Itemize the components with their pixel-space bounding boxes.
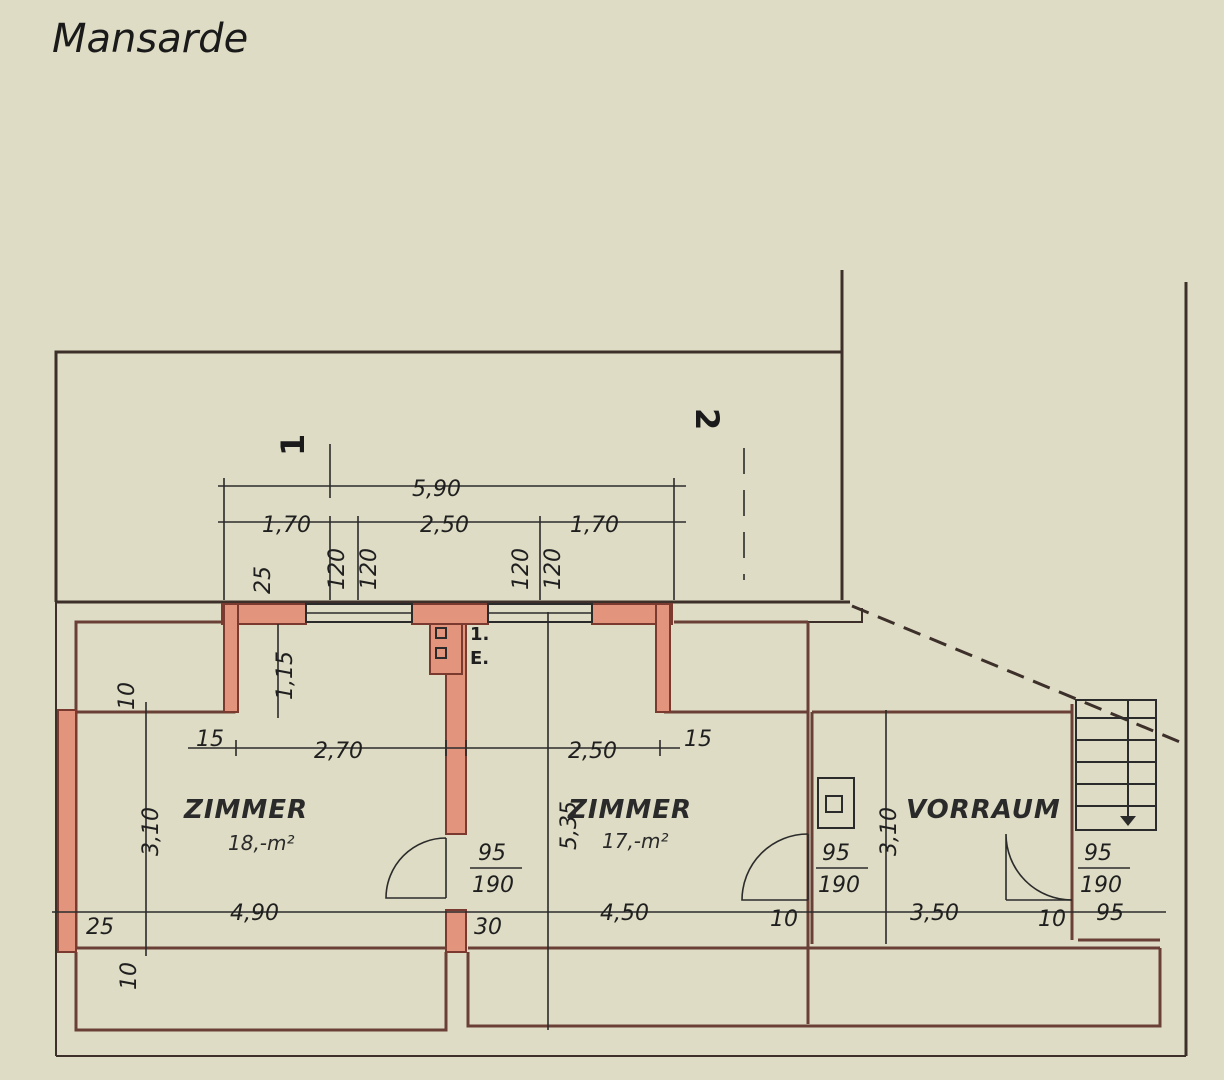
dim-b-450: 4,50 [600, 901, 649, 926]
dim-win-r2: 120 [541, 548, 566, 590]
room-zimmer-2-area: 17,-m² [602, 829, 669, 853]
dim-h-310-right: 3,10 [877, 807, 902, 856]
chimney-label-2: E. [470, 648, 489, 669]
appliance-box [817, 777, 855, 829]
section-2-label: 2 [688, 408, 726, 430]
dim-top-right: 1,70 [570, 513, 619, 538]
windows [305, 603, 593, 623]
door-2-height: 190 [818, 873, 860, 898]
dim-top-mid: 2,50 [420, 513, 469, 538]
dim-b-10b: 10 [1038, 907, 1066, 932]
section-markers: 1 2 [274, 408, 745, 580]
doors [385, 833, 1073, 901]
dim-w-270: 2,70 [314, 739, 363, 764]
dim-h-115: 1,15 [273, 651, 298, 700]
dim-w-15-left: 15 [196, 727, 224, 752]
left-dimensions [52, 612, 1166, 1030]
door-3-width: 95 [1084, 841, 1112, 866]
door-2-width: 95 [822, 841, 850, 866]
dim-b-10-vert: 10 [117, 962, 142, 990]
top-dimensions [218, 478, 686, 600]
dim-w-15-right: 15 [684, 727, 712, 752]
dim-w-10-left: 10 [115, 682, 140, 710]
plan-title: Mansarde [52, 16, 248, 62]
dim-win-r1: 120 [509, 548, 534, 590]
dim-win-l2: 120 [357, 548, 382, 590]
dim-b-25: 25 [86, 915, 114, 940]
door-1-height: 190 [472, 873, 514, 898]
door-1-width: 95 [478, 841, 506, 866]
door-3-height: 190 [1080, 873, 1122, 898]
dim-top-left: 1,70 [262, 513, 311, 538]
room-zimmer-1-area: 18,-m² [228, 831, 295, 855]
dim-b-30: 30 [474, 915, 502, 940]
chimney-label-1: 1. [470, 624, 489, 645]
roof-outline [54, 270, 1188, 1057]
section-1-label: 1 [274, 434, 312, 456]
room-zimmer-1-name: ZIMMER [183, 795, 308, 825]
dim-b-490: 4,90 [230, 901, 279, 926]
dim-h-310-left: 3,10 [139, 807, 164, 856]
dim-total-top: 5,90 [412, 477, 461, 502]
dim-w-250: 2,50 [568, 739, 617, 764]
masonry-walls [57, 603, 673, 953]
dim-b-95: 95 [1096, 901, 1124, 926]
room-zimmer-2-name: ZIMMER [567, 795, 692, 825]
dim-b-10a: 10 [770, 907, 798, 932]
dim-h-535: 5,35 [557, 801, 582, 850]
dim-b-350: 3,50 [910, 901, 959, 926]
room-vorraum-name: VORRAUM [906, 795, 1061, 825]
staircase [1075, 699, 1157, 831]
dim-win-l1: 120 [325, 548, 350, 590]
dim-wall-25-top: 25 [251, 566, 276, 594]
